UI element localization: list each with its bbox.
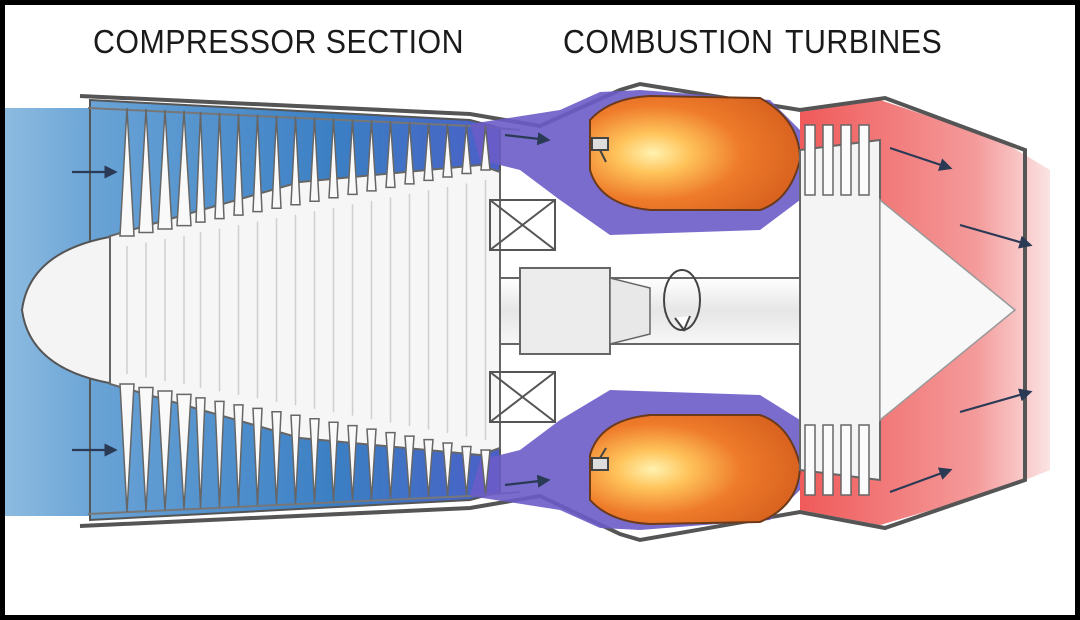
- combustion-chamber-upper: [590, 96, 800, 210]
- shaft-collar: [520, 268, 610, 354]
- turbine-blade: [841, 125, 851, 195]
- turbine-blade: [859, 425, 869, 495]
- turbine-blade: [823, 425, 833, 495]
- turbine-blade: [841, 425, 851, 495]
- combustion-chamber-lower: [590, 415, 800, 524]
- turbine-blade: [805, 425, 815, 495]
- turbine-blade: [859, 125, 869, 195]
- turbine-blade: [823, 125, 833, 195]
- shaft-taper: [610, 278, 650, 344]
- turbine-blade: [805, 125, 815, 195]
